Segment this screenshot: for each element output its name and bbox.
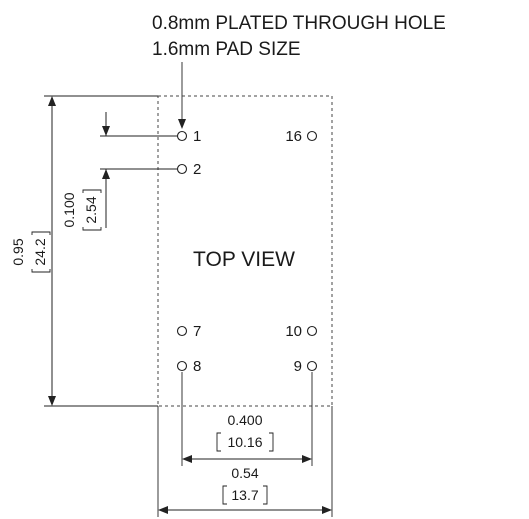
pitch-arrow-top bbox=[102, 126, 110, 136]
row-span-inch-value: 0.400 bbox=[227, 412, 262, 428]
width-mm-bracket-left bbox=[222, 485, 227, 505]
pitch-mm-value: 2.54 bbox=[83, 196, 99, 223]
pitch-inch-value: 0.100 bbox=[61, 192, 77, 227]
height-mm-bracket-right bbox=[31, 231, 51, 235]
width-mm-bracket-right bbox=[263, 485, 268, 505]
row-span-mm-bracket-left bbox=[216, 432, 221, 452]
pin-10-hole bbox=[306, 325, 318, 337]
height-arrow-bottom bbox=[48, 396, 56, 406]
row-span-mm-value: 10.16 bbox=[227, 434, 262, 450]
pin-16-label: 16 bbox=[285, 128, 302, 145]
pin-10-label: 10 bbox=[285, 323, 302, 340]
row-span-arrow-left bbox=[182, 455, 192, 463]
pin-2-hole bbox=[176, 163, 188, 175]
note-leader-arrowhead bbox=[178, 119, 186, 129]
row-span-arrow-right bbox=[302, 455, 312, 463]
row-span-mm-bracket-right bbox=[269, 432, 274, 452]
note-pad-size: 1.6mm PAD SIZE bbox=[152, 39, 301, 60]
pitch-mm-bracket-right bbox=[82, 189, 102, 193]
pitch-mm-bracket-left bbox=[82, 227, 102, 231]
pin-7-label: 7 bbox=[193, 323, 201, 340]
pin-9-label: 9 bbox=[294, 358, 302, 375]
pitch-dimension-text: 0.100 2.54 bbox=[61, 189, 102, 231]
pin-1-label: 1 bbox=[193, 128, 201, 145]
pin-16-hole bbox=[306, 130, 318, 142]
note-plated-hole: 0.8mm PLATED THROUGH HOLE bbox=[152, 13, 446, 34]
height-mm-value: 24.2 bbox=[32, 238, 48, 265]
pin-2-label: 2 bbox=[193, 161, 201, 178]
pitch-arrow-bottom bbox=[102, 169, 110, 179]
height-mm-bracket-left bbox=[31, 269, 51, 273]
pin-8-label: 8 bbox=[193, 358, 201, 375]
height-inch-value: 0.95 bbox=[10, 238, 26, 265]
pin-8-hole bbox=[176, 360, 188, 372]
pin-7-hole bbox=[176, 325, 188, 337]
height-arrow-top bbox=[48, 96, 56, 106]
height-dimension-text: 0.95 24.2 bbox=[10, 231, 51, 273]
width-mm-value: 13.7 bbox=[231, 487, 258, 503]
width-arrow-left bbox=[158, 506, 168, 514]
width-inch-value: 0.54 bbox=[231, 465, 258, 481]
width-arrow-right bbox=[322, 506, 332, 514]
module-outline bbox=[157, 95, 333, 407]
pin-1-hole bbox=[176, 130, 188, 142]
view-label: TOP VIEW bbox=[193, 248, 295, 271]
pin-9-hole bbox=[306, 360, 318, 372]
